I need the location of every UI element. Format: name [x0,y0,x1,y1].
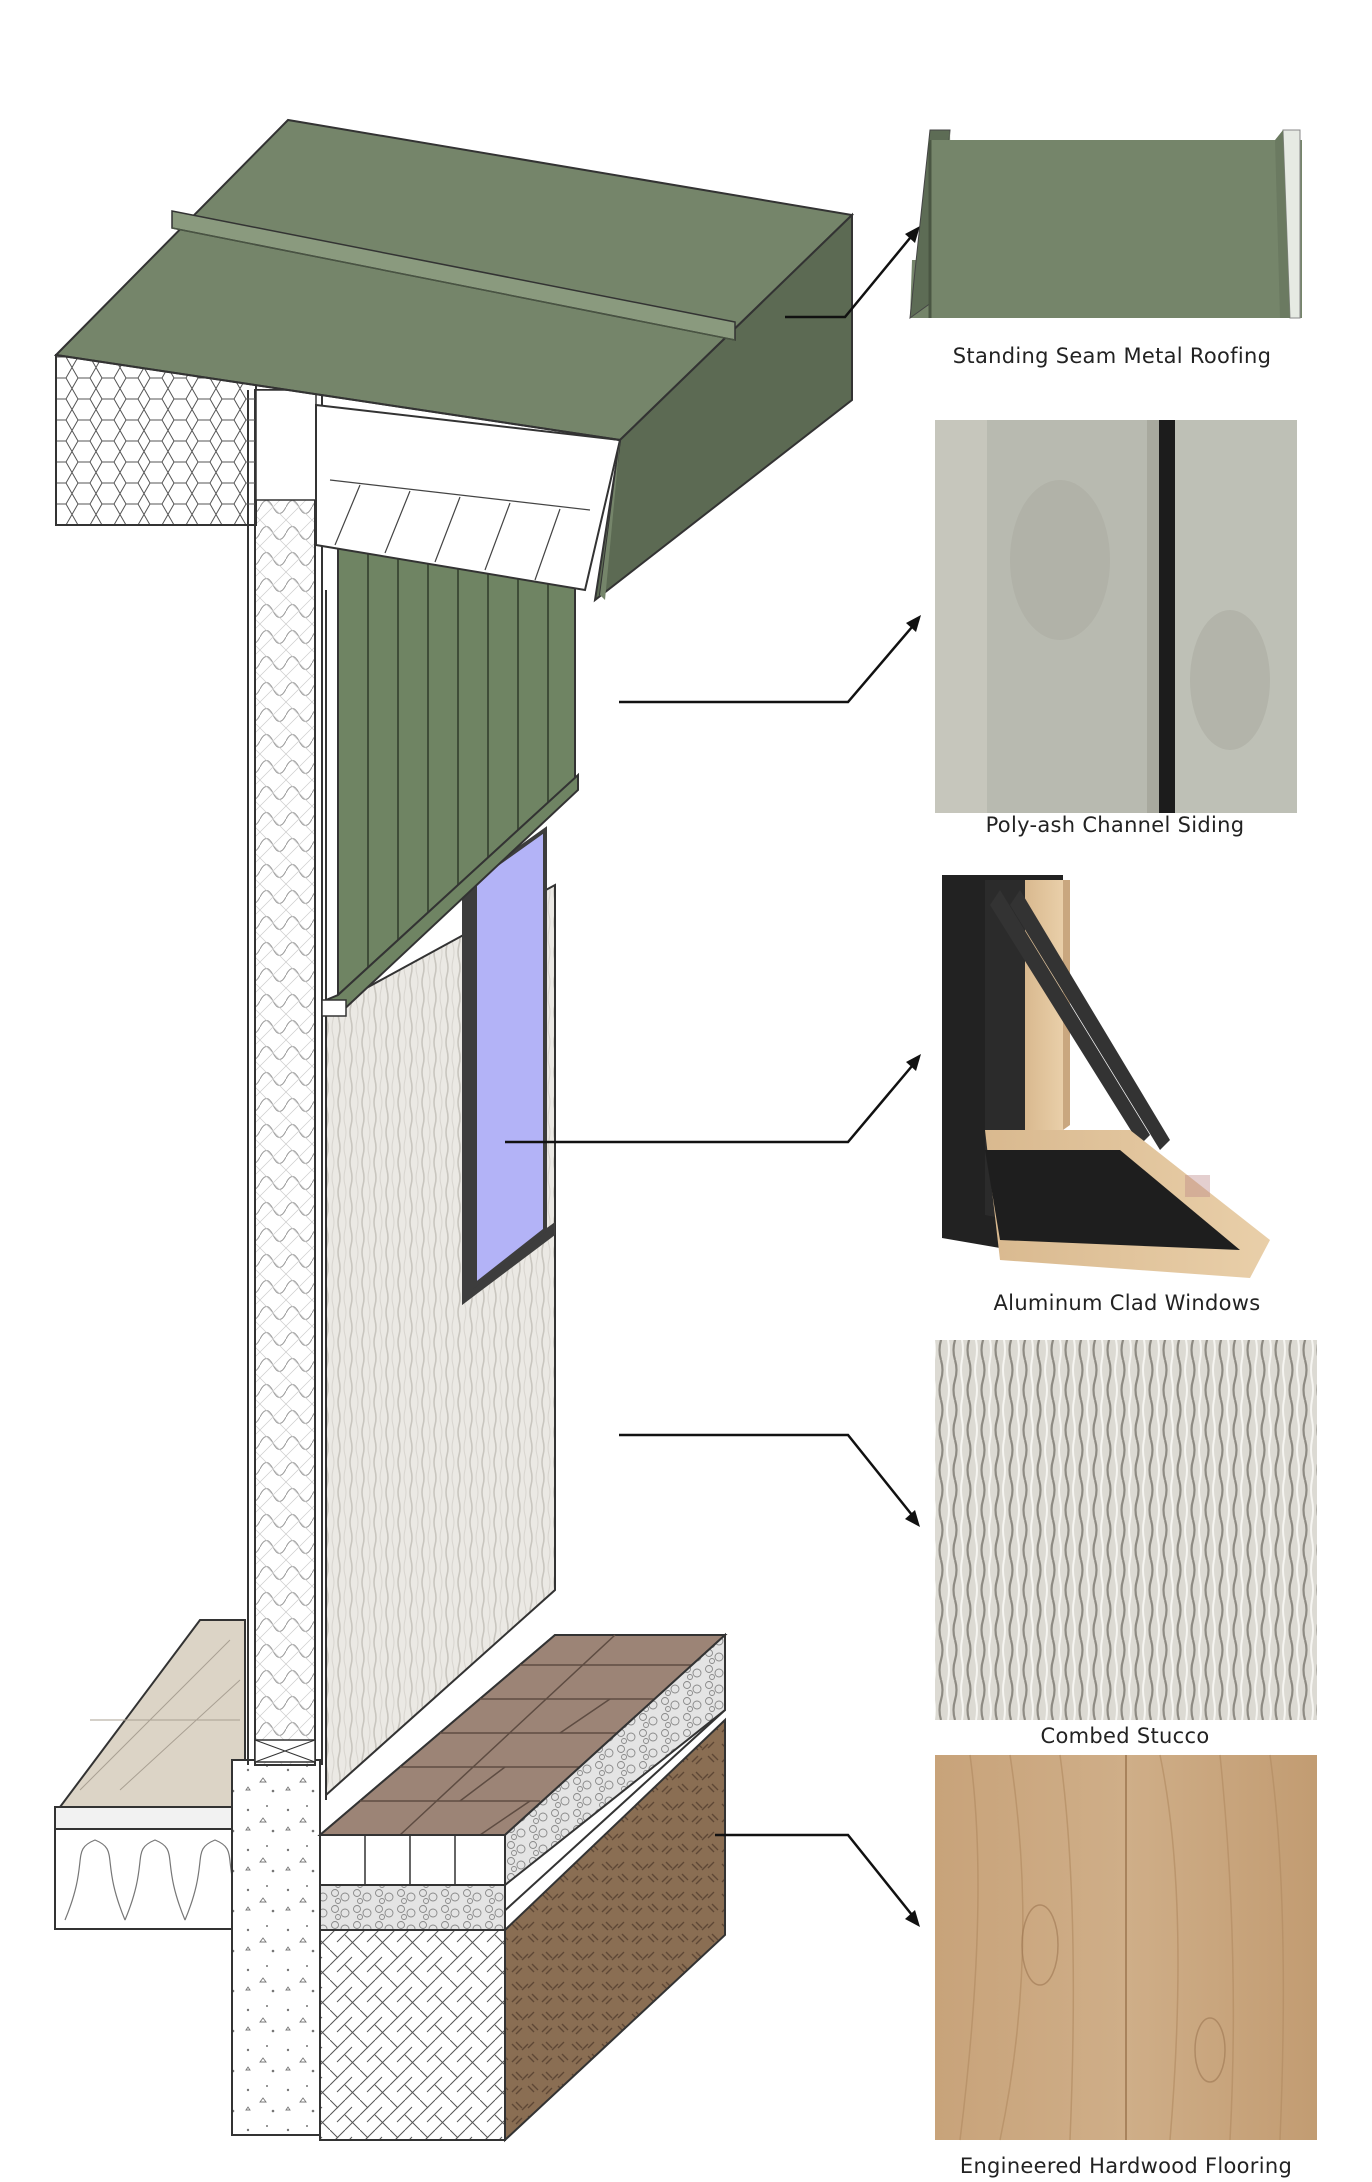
window-glass [473,826,547,1290]
material-label-flooring: Engineered Hardwood Flooring [960,2154,1292,2178]
window-assembly [462,826,555,1305]
foundation-wall [231,1759,321,2136]
flooring-sample [935,1754,1317,2141]
material-label-siding: Poly-ash Channel Siding [986,813,1245,837]
siding-wall [321,546,579,1017]
roof-assembly [53,118,855,603]
siding-sample [935,420,1297,813]
wall-section-drawing [53,118,855,2143]
leader-lines [505,226,921,1927]
arrow-icon [785,226,920,319]
arrow-icon [619,615,921,704]
material-label-windows: Aluminum Clad Windows [994,1291,1261,1315]
arrow-icon [619,1433,920,1527]
roofing-sample [909,129,1302,320]
interior-floor [54,1619,251,1930]
window-frame-sample [942,875,1270,1278]
exterior-deck [317,1632,728,2143]
material-label-roofing: Standing Seam Metal Roofing [953,344,1271,368]
material-label-stucco: Combed Stucco [1041,1724,1210,1748]
arrow-icon [505,1054,921,1144]
wall-insulation [254,389,316,1766]
stucco-sample [935,1340,1317,1720]
arrow-icon [715,1833,920,1927]
